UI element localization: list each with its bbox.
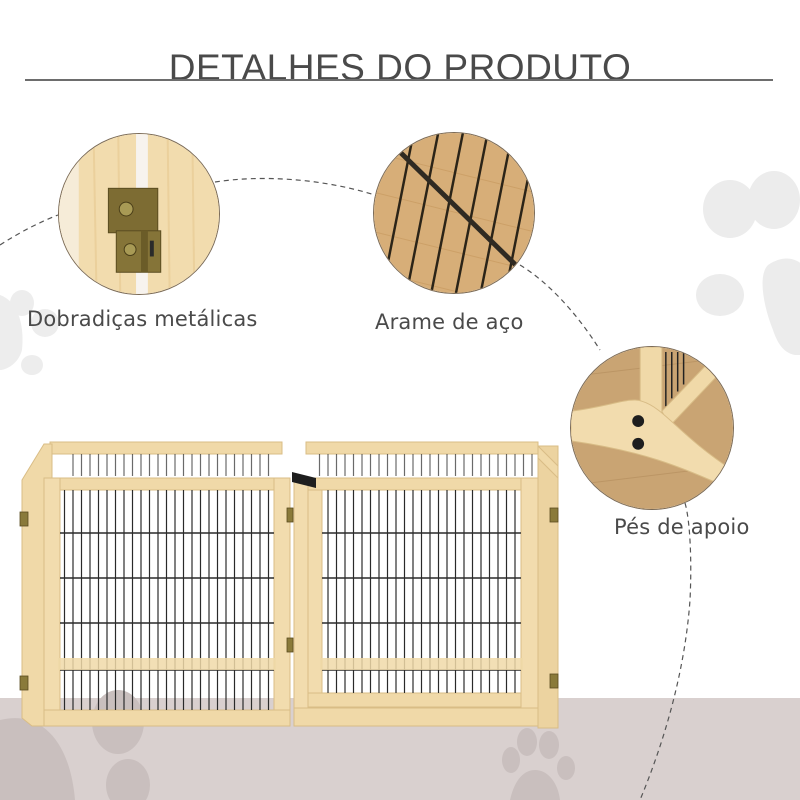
wooden-pet-playpen-photo: [18, 438, 563, 730]
steel-wire-detail-photo: [373, 132, 535, 294]
feature-label-steel-wire: Arame de aço: [375, 310, 524, 334]
paw-print-icon: [678, 155, 800, 355]
hinge-detail-photo: [58, 133, 220, 295]
feature-label-support-feet: Pés de apoio: [614, 515, 750, 539]
paw-print-icon: [0, 275, 70, 385]
title-divider: [25, 79, 773, 81]
support-feet-detail-photo: [570, 346, 734, 510]
paw-print-icon: [500, 728, 590, 800]
feature-label-hinges: Dobradiças metálicas: [27, 307, 258, 331]
page-title: DETALHES DO PRODUTO: [168, 46, 632, 88]
